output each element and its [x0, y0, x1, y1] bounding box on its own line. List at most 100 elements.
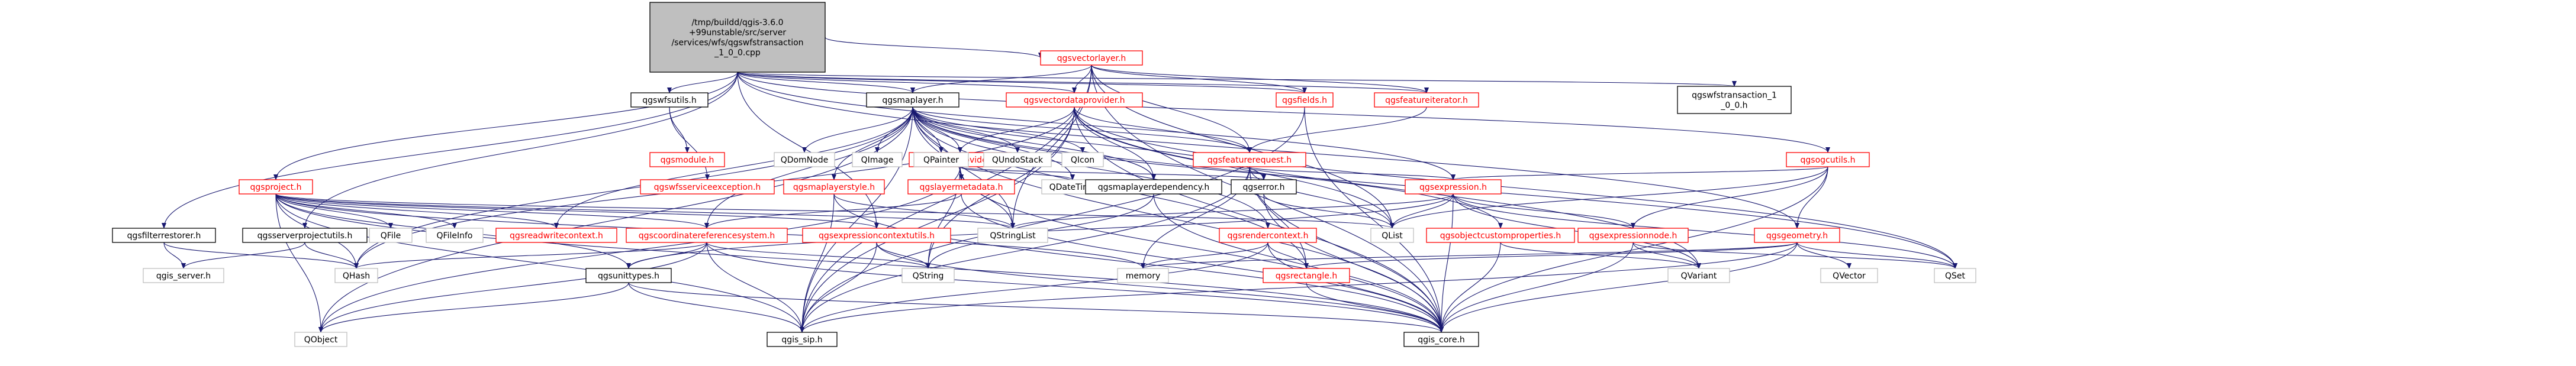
- node-label: QImage: [861, 156, 894, 165]
- edge-qgsproject-to-qgscoordinatereferencesystem: [275, 193, 709, 229]
- node-qgsmaplayer[interactable]: qgsmaplayer.h: [866, 92, 959, 108]
- edge-qgsproject-to-QFile: [275, 193, 393, 229]
- node-qgsexpressionnode[interactable]: qgsexpressionnode.h: [1577, 228, 1689, 243]
- edge-qgsdataprovider-to-qgslayermetadata: [958, 166, 964, 180]
- node-qgsproject[interactable]: qgsproject.h: [239, 179, 313, 195]
- node-qgsmodule[interactable]: qgsmodule.h: [649, 152, 725, 167]
- node-label: qgscoordinatereferencesystem.h: [639, 231, 775, 241]
- node-qgscoordinatereferencesystem[interactable]: qgscoordinatereferencesystem.h: [626, 228, 788, 243]
- node-qgsfilterrestorer[interactable]: qgsfilterrestorer.h: [112, 228, 216, 243]
- edge-qgsexpression-to-qgis_core: [1439, 193, 1454, 333]
- node-box: [1934, 268, 1976, 283]
- node-qgsunittypes[interactable]: qgsunittypes.h: [585, 268, 672, 283]
- node-qgis-server: qgis_server.h: [143, 268, 224, 283]
- node-label: qgsserverprojectutils.h: [257, 231, 353, 241]
- edge-qgsogcutils-to-QList: [1390, 166, 1828, 229]
- node-label: qgsreadwritecontext.h: [510, 231, 603, 241]
- node-qfile: QFile: [369, 228, 413, 243]
- node-qgsreadwritecontext[interactable]: qgsreadwritecontext.h: [495, 228, 617, 243]
- node-box: [1677, 86, 1792, 114]
- node-qgis-core[interactable]: qgis_core.h: [1403, 332, 1479, 347]
- node-qimage: QImage: [852, 152, 903, 167]
- node-box: [852, 152, 903, 167]
- node-label: QIcon: [1071, 156, 1094, 165]
- node-box: [1374, 92, 1479, 108]
- node-box: [649, 152, 725, 167]
- node-qgsrendercontext[interactable]: qgsrendercontext.h: [1219, 228, 1317, 243]
- edge-qgsfeatureiterator-to-qgsfeaturerequest: [1247, 106, 1427, 153]
- edge-qgsmaplayer-to-QDomNode: [802, 106, 913, 153]
- edge-qgsrendercontext-to-qgis_core: [1267, 242, 1444, 333]
- node-label: QVariant: [1681, 271, 1717, 281]
- edge-qgsfeaturerequest-to-qgsexpression: [1249, 166, 1456, 180]
- node-qhash: QHash: [334, 268, 378, 283]
- edge-qgsobjectcustomproperties-to-QVariant: [1500, 242, 1701, 269]
- edge-root-to-qgsfields: [737, 72, 1307, 93]
- edge-layer: [162, 37, 1957, 333]
- node-qgswfstransaction10h[interactable]: qgswfstransaction_1_0_0.h: [1677, 86, 1792, 114]
- node-box: [294, 332, 347, 347]
- node-box: [334, 268, 378, 283]
- edge-qgsmaplayer-to-qgscoordinatereferencesystem: [704, 106, 913, 229]
- node-qgsobjectcustomproperties[interactable]: qgsobjectcustomproperties.h: [1426, 228, 1575, 243]
- node-label: QSet: [1945, 271, 1966, 281]
- node-qgsvectorlayer[interactable]: qgsvectorlayer.h: [1040, 50, 1143, 66]
- edge-root-to-qgsvectorlayer: [825, 37, 1043, 59]
- edge-qgslayermetadata-to-qgscoordinatereferencesystem: [704, 193, 962, 229]
- node-qgsexpression[interactable]: qgsexpression.h: [1405, 179, 1502, 195]
- node-qgsexpressioncontextutils[interactable]: qgsexpressioncontextutils.h: [802, 228, 951, 243]
- node-box: [1820, 268, 1878, 283]
- edge-qgsogcutils-to-qgsgeometry: [1795, 166, 1828, 229]
- edge-qgslayermetadata-to-qgis_core: [961, 193, 1444, 333]
- node-layer: /tmp/buildd/qgis-3.6.0+99unstable/src/se…: [112, 2, 1976, 347]
- node-qgsfeaturerequest[interactable]: qgsfeaturerequest.h: [1193, 152, 1306, 167]
- node-box: [242, 228, 368, 243]
- node-qgsgeometry[interactable]: qgsgeometry.h: [1754, 228, 1840, 243]
- edge-qgsexpressioncontextutils-to-qgis_sip: [800, 242, 877, 333]
- node-label: qgsvectorlayer.h: [1057, 54, 1126, 63]
- node-label: qgsproject.h: [250, 183, 302, 192]
- node-box: [1231, 179, 1297, 195]
- node-box: [112, 228, 216, 243]
- node-qdomnode: QDomNode: [774, 152, 835, 167]
- edge-qgsproject-to-qgis_sip: [275, 193, 804, 333]
- edge-root-to-qgsmaplayer: [737, 72, 915, 93]
- node-label: /services/wfs/qgswfstransaction: [671, 38, 803, 48]
- node-box: [1117, 268, 1169, 283]
- node-qgsvectordataprovider[interactable]: qgsvectordataprovider.h: [1006, 92, 1143, 108]
- node-qgsrectangle[interactable]: qgsrectangle.h: [1263, 268, 1350, 283]
- edge-qgsunittypes-to-QObject: [318, 282, 629, 333]
- node-label: qgserror.h: [1243, 183, 1285, 192]
- edge-qgsvectorlayer-to-QStringList: [1010, 64, 1092, 229]
- node-label: memory: [1126, 271, 1161, 281]
- node-label: qgslayermetadata.h: [919, 183, 1003, 192]
- node-qgsmaplayerstyle[interactable]: qgsmaplayerstyle.h: [783, 179, 885, 195]
- node-root[interactable]: /tmp/buildd/qgis-3.6.0+99unstable/src/se…: [649, 2, 826, 73]
- node-qgsserverprojectutils[interactable]: qgsserverprojectutils.h: [242, 228, 368, 243]
- edge-qgsgeometry-to-qgsrectangle: [1304, 242, 1798, 269]
- node-qgsfields[interactable]: qgsfields.h: [1276, 92, 1334, 108]
- node-box: [977, 228, 1048, 243]
- edge-qgsogcutils-to-qgis_core: [1439, 166, 1828, 333]
- edge-qgsfilterrestorer-to-qgis_server: [163, 242, 186, 269]
- node-box: [1426, 228, 1575, 243]
- node-qgsmaplayerdependency[interactable]: qgsmaplayerdependency.h: [1085, 179, 1222, 195]
- edge-qgsexpressioncontextutils-to-qgis_core: [876, 242, 1444, 333]
- node-qgserror[interactable]: qgserror.h: [1231, 179, 1297, 195]
- node-qgis-sip[interactable]: qgis_sip.h: [767, 332, 838, 347]
- node-qgswfsserviceexception[interactable]: qgswfsserviceexception.h: [640, 179, 775, 195]
- node-label: qgswfsserviceexception.h: [654, 183, 761, 192]
- node-label: qgsunittypes.h: [598, 271, 659, 281]
- node-qstring: QString: [901, 268, 955, 283]
- edge-qgsvectordataprovider-to-QSet: [1074, 106, 1957, 269]
- edge-root-to-qgsfeatureiterator: [737, 72, 1429, 93]
- node-qgsogcutils[interactable]: qgsogcutils.h: [1786, 152, 1870, 167]
- node-qgswfsutils[interactable]: qgswfsutils.h: [630, 92, 709, 108]
- node-label: qgsexpression.h: [1419, 183, 1487, 192]
- node-box: [1276, 92, 1334, 108]
- edge-root-to-qgswfsutils: [667, 72, 738, 93]
- node-label: QFileInfo: [437, 231, 473, 241]
- node-qgsfeatureiterator[interactable]: qgsfeatureiterator.h: [1374, 92, 1479, 108]
- node-qgslayermetadata[interactable]: qgslayermetadata.h: [907, 179, 1015, 195]
- edge-qgsmaplayer-to-QIcon: [912, 106, 1085, 153]
